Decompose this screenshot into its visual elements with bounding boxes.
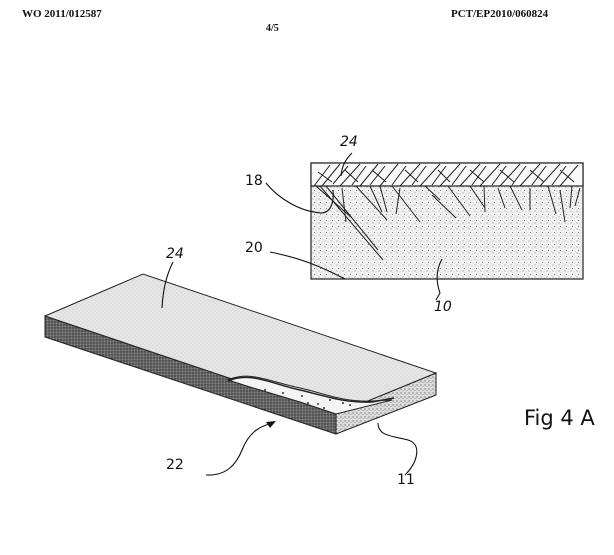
top-layer-section bbox=[310, 162, 584, 187]
figure-caption: Fig 4 A bbox=[524, 406, 595, 430]
leader-24-slab bbox=[161, 261, 174, 309]
leader-10 bbox=[435, 258, 443, 301]
publication-number: WO 2011/012587 bbox=[22, 8, 102, 20]
fiber-marks bbox=[264, 389, 351, 409]
leader-20 bbox=[269, 251, 346, 280]
label-24-detail: 24 bbox=[340, 134, 358, 150]
leader-24-detail bbox=[340, 152, 353, 177]
label-11: 11 bbox=[397, 472, 415, 488]
label-24-slab: 24 bbox=[166, 246, 184, 262]
cross-section-detail bbox=[310, 162, 584, 280]
label-18: 18 bbox=[245, 173, 263, 189]
label-22: 22 bbox=[166, 457, 184, 473]
application-number: PCT/EP2010/060824 bbox=[451, 8, 549, 20]
fiber-strands bbox=[313, 163, 581, 261]
leader-18 bbox=[265, 182, 334, 214]
leader-22 bbox=[205, 422, 273, 476]
slab-perspective bbox=[43, 273, 438, 435]
sheet-number: 4/5 bbox=[266, 23, 279, 34]
label-10: 10 bbox=[434, 299, 452, 315]
label-20: 20 bbox=[245, 240, 263, 256]
leader-11 bbox=[377, 422, 418, 476]
arrowhead-22 bbox=[266, 421, 276, 428]
peeled-layer-edge bbox=[227, 376, 395, 403]
